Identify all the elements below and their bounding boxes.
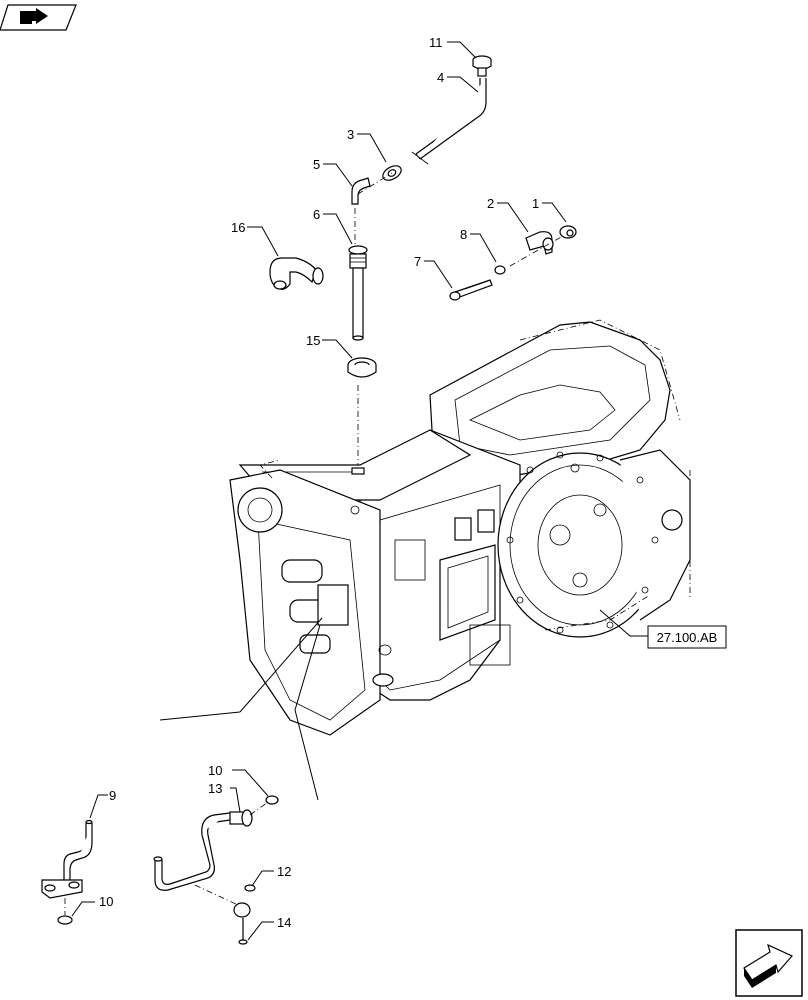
view-arrow-icon[interactable] [0, 4, 77, 31]
callout-label: 2 [487, 196, 494, 211]
callout-label: 3 [347, 127, 354, 142]
navigate-arrow-icon[interactable] [735, 929, 803, 997]
callout-leaders [71, 41, 648, 941]
oil-pipe-bracket [41, 819, 93, 925]
filler-tube [348, 245, 368, 341]
callout-label: 10 [208, 763, 222, 778]
hose-elbow [269, 257, 324, 290]
callout-label: 15 [306, 333, 320, 348]
callout-label: 12 [277, 864, 291, 879]
vent-tube [411, 78, 487, 165]
callout-label: 14 [277, 915, 291, 930]
breather-cap [472, 55, 492, 77]
transmission-housing [229, 319, 691, 736]
callout-label: 11 [429, 35, 443, 50]
reference-box-27-100-ab[interactable]: 27.100.AB [647, 625, 727, 649]
callout-label: 5 [313, 157, 320, 172]
seal-ring [347, 357, 377, 378]
svg-text:27.100.AB: 27.100.AB [657, 630, 718, 645]
callout-label: 7 [414, 254, 421, 269]
callout-label: 16 [231, 220, 245, 235]
callout-label: 9 [109, 788, 116, 803]
callout-label: 13 [208, 781, 222, 796]
callout-label: 6 [313, 207, 320, 222]
callout-label: 4 [437, 70, 444, 85]
callout-label: 10 [99, 894, 113, 909]
callout-label: 8 [460, 227, 467, 242]
oil-pipe [153, 795, 279, 945]
elbow-fitting [351, 177, 371, 205]
callout-label: 1 [532, 196, 539, 211]
bracket-assembly [449, 225, 577, 301]
